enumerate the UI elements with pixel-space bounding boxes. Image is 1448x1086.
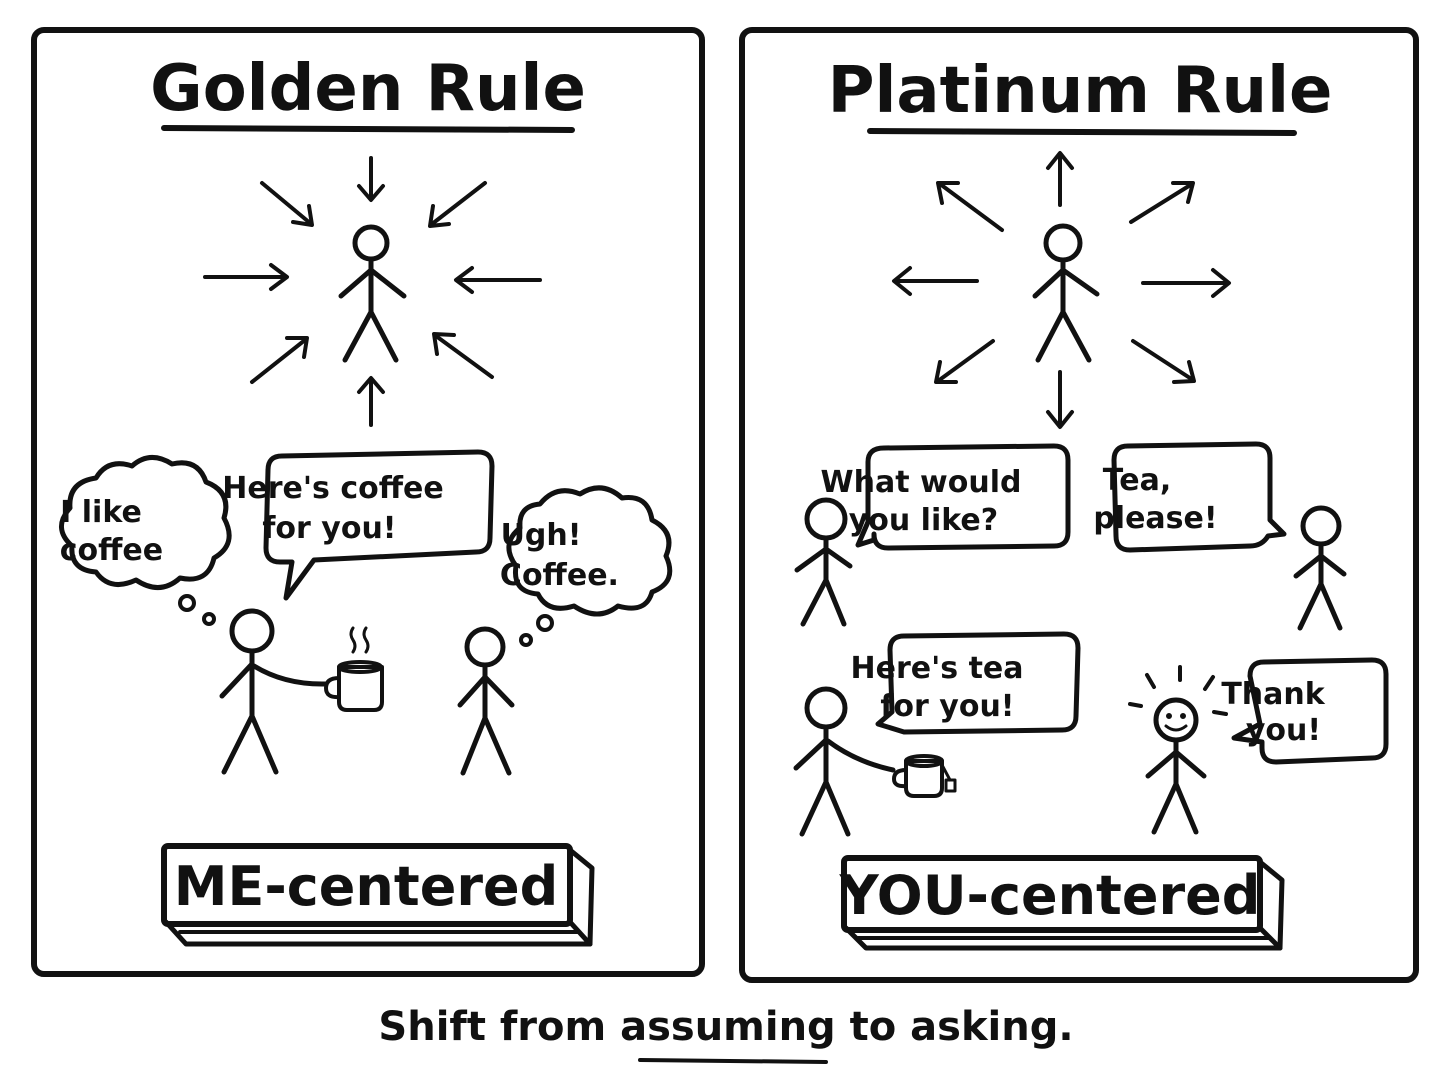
- svg-text:Tea, please!: Tea, please!: [1093, 463, 1290, 536]
- you-centered-label: YOU-centered: [839, 864, 1261, 927]
- speech-bubble-thank-you: Thank you!: [1221, 657, 1418, 765]
- arrow-in-bottom-right: [432, 332, 494, 379]
- thought-bubble-ugh-coffee: Ugh! Coffee.: [500, 485, 692, 647]
- speech-bubble-what-would-you-like: What would you like?: [821, 443, 1116, 551]
- me-centered-label: ME-centered: [174, 855, 558, 918]
- thank-you-line-1: Thank: [1221, 677, 1325, 712]
- coffee-mug-icon: [324, 626, 384, 712]
- arrow-in-top-right: [428, 181, 487, 228]
- center-stick-figure: [338, 224, 407, 363]
- svg-text:I like coffee: I like coffee: [60, 495, 237, 568]
- golden-title-underline: [161, 125, 575, 133]
- thought-ugh-line-1: Ugh!: [501, 518, 582, 553]
- thought-me-line-2: coffee: [60, 533, 163, 568]
- footer-emphasis: assuming: [620, 1004, 836, 1050]
- footer-before: Shift from: [378, 1004, 620, 1050]
- tea-giver-stick-figure: [793, 686, 896, 837]
- svg-text:Here's coffee for you!: Here's coffee for you!: [222, 471, 537, 546]
- offer-coffee-line-1: Here's coffee: [222, 471, 443, 506]
- arrow-in-top-left: [260, 181, 314, 227]
- arrow-out-top-right: [1129, 181, 1195, 224]
- arrow-out-top-left: [936, 181, 1004, 232]
- asker-stick-figure: [794, 497, 853, 627]
- arrow-in-top: [357, 156, 385, 202]
- svg-text:Shift from assuming to asking.: Shift from assuming to asking.: [378, 1004, 1073, 1050]
- svg-text:Here's tea for you!: Here's tea for you!: [850, 651, 1117, 724]
- arrow-out-bottom-left: [934, 339, 995, 384]
- arrow-in-left: [203, 263, 289, 291]
- svg-text:Ugh! Coffee.: Ugh! Coffee.: [500, 518, 692, 593]
- what-would-line-1: What would: [821, 465, 1022, 500]
- thought-me-line-1: I like: [60, 495, 142, 530]
- arrow-in-right: [454, 266, 542, 294]
- platinum-rule-title: Platinum Rule: [828, 54, 1333, 128]
- heres-tea-line-2: for you!: [880, 689, 1014, 724]
- platinum-title-underline: [867, 128, 1297, 136]
- offer-coffee-line-2: for you!: [262, 511, 396, 546]
- svg-text:What would you like?: What would you like?: [821, 465, 1116, 538]
- what-would-line-2: you like?: [849, 503, 998, 538]
- arrow-in-bottom: [357, 376, 385, 427]
- joy-lines-icon: [1128, 665, 1228, 716]
- assuming-underline: [638, 1058, 828, 1064]
- footer-after: to asking.: [836, 1004, 1074, 1050]
- outward-arrows: [892, 151, 1231, 429]
- arrow-out-bottom-right: [1131, 339, 1196, 384]
- heres-tea-line-1: Here's tea: [850, 651, 1023, 686]
- tea-cup-icon: [892, 754, 957, 798]
- tea-please-line-2: please!: [1093, 501, 1217, 536]
- inward-arrows: [203, 156, 542, 427]
- center-stick-figure-platinum: [1032, 223, 1100, 363]
- golden-rule-title: Golden Rule: [150, 52, 586, 126]
- footer-caption: Shift from assuming to asking.: [378, 1004, 1074, 1064]
- you-centered-tag: YOU-centered: [839, 855, 1285, 951]
- speech-bubble-tea-please: Tea, please!: [1093, 441, 1290, 553]
- answerer-stick-figure: [1293, 505, 1347, 631]
- thought-bubble-i-like-coffee: I like coffee: [59, 455, 237, 626]
- tea-please-line-1: Tea,: [1103, 463, 1171, 498]
- svg-text:Thank you!: Thank you!: [1221, 677, 1418, 748]
- arrow-in-bottom-left: [250, 336, 309, 384]
- arrow-out-top: [1046, 151, 1074, 207]
- platinum-rule-panel: Platinum Rule: [739, 27, 1419, 983]
- receiver-stick-figure: [457, 626, 515, 776]
- arrow-out-right: [1141, 268, 1231, 298]
- arrow-out-left: [892, 266, 979, 296]
- happy-stick-figure: [1145, 697, 1207, 835]
- platinum-panel-frame: [739, 27, 1419, 983]
- speech-bubble-heres-tea: Here's tea for you!: [850, 631, 1117, 735]
- me-centered-tag: ME-centered: [161, 843, 595, 947]
- golden-rule-panel: Golden Rule I like: [31, 27, 705, 977]
- speech-bubble-offer-coffee: Here's coffee for you!: [222, 449, 537, 601]
- thought-ugh-line-2: Coffee.: [500, 558, 619, 593]
- arrow-out-bottom: [1046, 370, 1074, 429]
- thank-you-line-2: you!: [1246, 713, 1321, 748]
- giver-stick-figure: [219, 608, 329, 775]
- golden-panel-frame: [31, 27, 705, 977]
